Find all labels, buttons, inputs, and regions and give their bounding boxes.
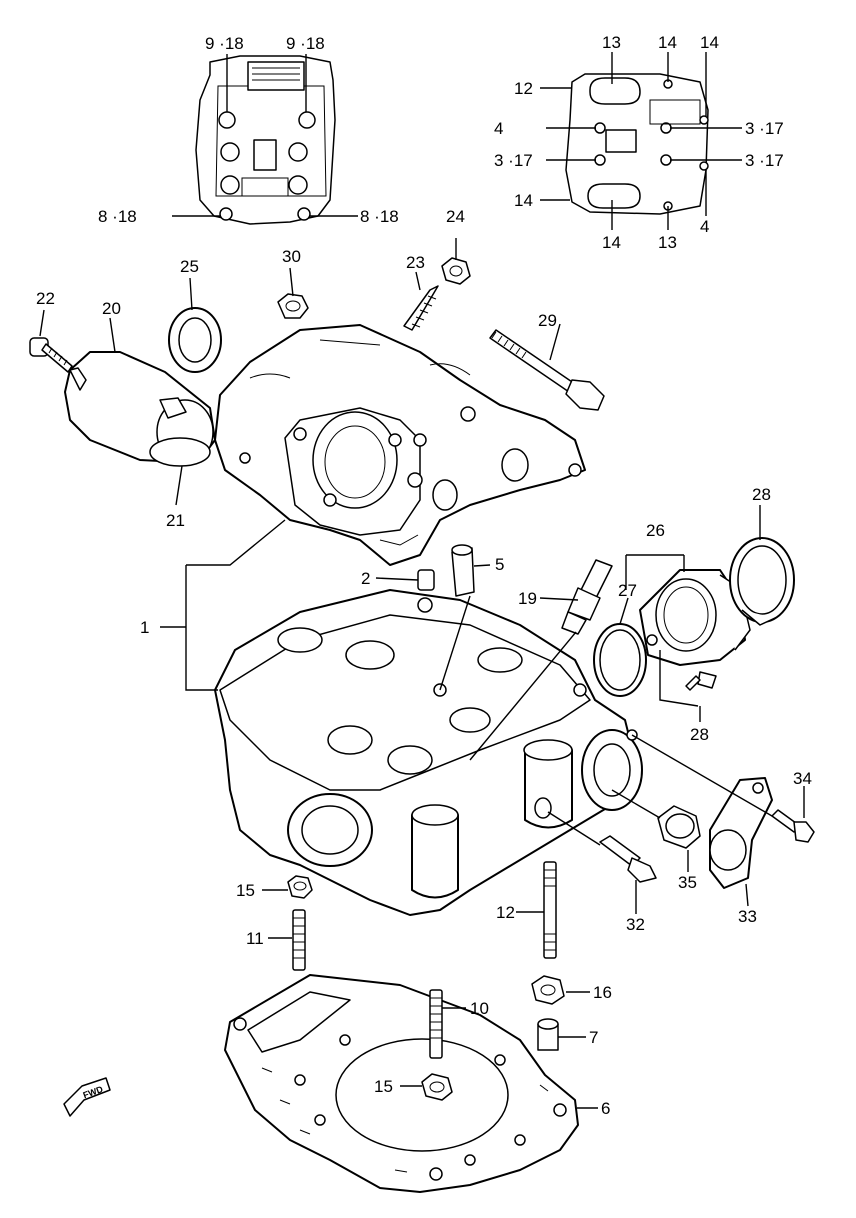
part-24-nut — [441, 257, 471, 285]
part-23-stud — [403, 285, 439, 331]
part-21-seal — [149, 437, 211, 467]
callout-2: 2 — [361, 569, 370, 588]
part-34-bolt — [771, 809, 815, 843]
part-12-stud — [543, 861, 557, 959]
callout-labels: 9 ·18 9 ·18 8 ·18 8 ·18 12 13 14 14 4 3 … — [36, 33, 812, 1118]
callout-32: 32 — [626, 915, 645, 934]
part-35-thermostat — [657, 805, 701, 849]
callout-31: 30 — [282, 247, 301, 266]
part-10-stud — [429, 989, 443, 1059]
fwd-marker: FWD — [63, 1077, 111, 1117]
callout-22: 22 — [36, 289, 55, 308]
callout-16: 16 — [593, 983, 612, 1002]
callout-3-17-right-upper: 3 ·17 — [745, 119, 784, 138]
leader-lines — [39, 52, 805, 1109]
callout-20: 20 — [102, 299, 121, 318]
part-28-screw — [685, 671, 717, 691]
callout-3-17-left-upper: 4 — [494, 119, 503, 138]
callout-1: 1 — [140, 618, 149, 637]
callout-29: 28 — [752, 485, 771, 504]
callout-8-18-right: 8 ·18 — [360, 207, 399, 226]
callout-24: 24 — [446, 207, 465, 226]
part-16-nut — [531, 975, 565, 1005]
part-15-nut-upper — [287, 875, 313, 899]
part-29-clamp — [729, 537, 795, 626]
callout-10: 10 — [470, 999, 489, 1018]
callout-3-17-right-lower: 3 ·17 — [745, 151, 784, 170]
callout-9-18-left: 9 ·18 — [205, 34, 244, 53]
callout-25: 25 — [180, 257, 199, 276]
part-19-spark-plug — [561, 559, 613, 635]
part-30-bolt — [489, 329, 605, 411]
part-6-gasket — [224, 974, 579, 1193]
callout-19: 19 — [518, 589, 537, 608]
callout-30: 29 — [538, 311, 557, 330]
callout-14-bottom: 14 — [602, 233, 621, 252]
callout-14-top-left: 13 — [602, 33, 621, 52]
callout-8-18-left: 8 ·18 — [98, 207, 137, 226]
callout-6: 6 — [601, 1099, 610, 1118]
cylinder-head — [214, 589, 643, 916]
callout-15-upper: 15 — [236, 881, 255, 900]
callout-14-top-right: 14 — [658, 33, 677, 52]
callout-33: 33 — [738, 907, 757, 926]
callout-14-left-bottom: 14 — [514, 191, 533, 210]
part-22-bolt — [29, 337, 73, 373]
callout-15-lower: 15 — [374, 1077, 393, 1096]
callout-4-top: 14 — [700, 33, 719, 52]
callout-7: 7 — [589, 1028, 598, 1047]
callout-3-17-left-lower: 3 ·17 — [494, 151, 533, 170]
part-32-sensor — [599, 835, 657, 883]
callout-11: 11 — [246, 929, 264, 948]
part-2-dowel — [417, 569, 435, 591]
part-31-nut — [277, 293, 309, 319]
part-5-jet — [451, 544, 475, 597]
part-27-o-ring — [593, 623, 647, 697]
cylinder-head-cover — [214, 324, 586, 566]
callout-9-18-right: 9 ·18 — [286, 34, 325, 53]
callout-26: 26 — [646, 521, 665, 540]
fwd-arrow-icon — [63, 1077, 111, 1117]
part-11-stud — [292, 909, 306, 971]
callout-34: 34 — [793, 769, 812, 788]
callout-13-bottom: 13 — [658, 233, 677, 252]
callout-35: 35 — [678, 873, 697, 892]
callout-4-bottom: 4 — [700, 217, 709, 236]
head-bottom-view-inset — [565, 73, 709, 215]
callout-13-top: 12 — [514, 79, 533, 98]
part-7-dowel — [537, 1018, 559, 1051]
callout-27: 27 — [618, 581, 637, 600]
part-15-nut-lower — [421, 1073, 453, 1101]
part-26-intake-pipe — [639, 569, 751, 666]
callout-12: 12 — [496, 903, 515, 922]
callout-21: 21 — [166, 511, 185, 530]
callout-23: 23 — [406, 253, 425, 272]
callout-5: 5 — [495, 555, 504, 574]
head-top-view-inset — [195, 55, 336, 225]
part-33-housing — [709, 777, 773, 889]
callout-28: 28 — [690, 725, 709, 744]
part-25-ring — [168, 307, 222, 373]
